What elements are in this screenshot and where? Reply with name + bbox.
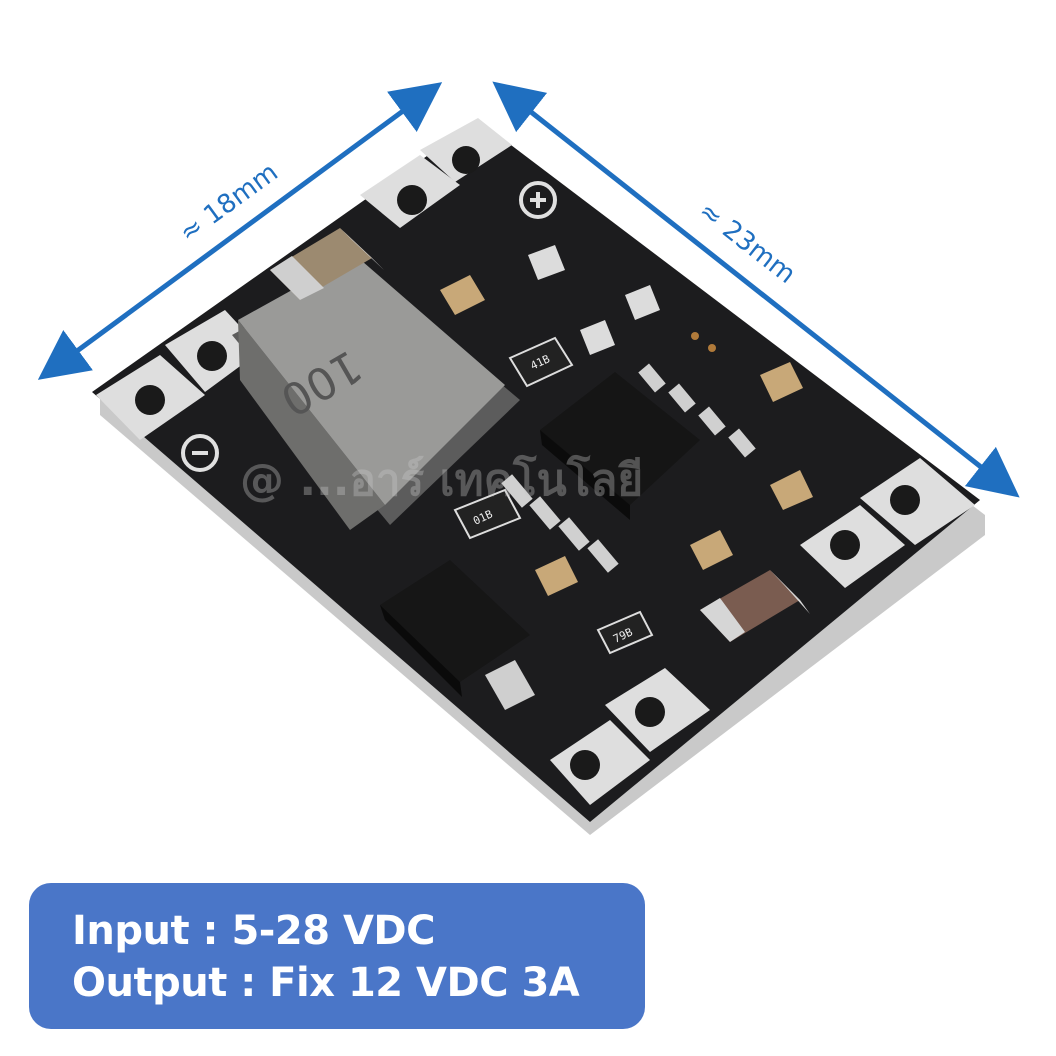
diode	[380, 560, 535, 710]
length-arrow	[492, 81, 1020, 498]
width-arrow	[37, 82, 443, 380]
watermark: @ ...อาร์ เทคโนโลยี	[240, 455, 644, 506]
spec-output: Output : Fix 12 VDC 3A	[72, 960, 580, 1006]
resistor-79b: 79B	[596, 610, 654, 655]
spec-box: Input : 5-28 VDC Output : Fix 12 VDC 3A	[29, 883, 645, 1029]
spec-input: Input : 5-28 VDC	[72, 908, 435, 954]
resistor-01b: 01B	[453, 488, 522, 540]
capacitor-electrolytic	[700, 570, 810, 642]
